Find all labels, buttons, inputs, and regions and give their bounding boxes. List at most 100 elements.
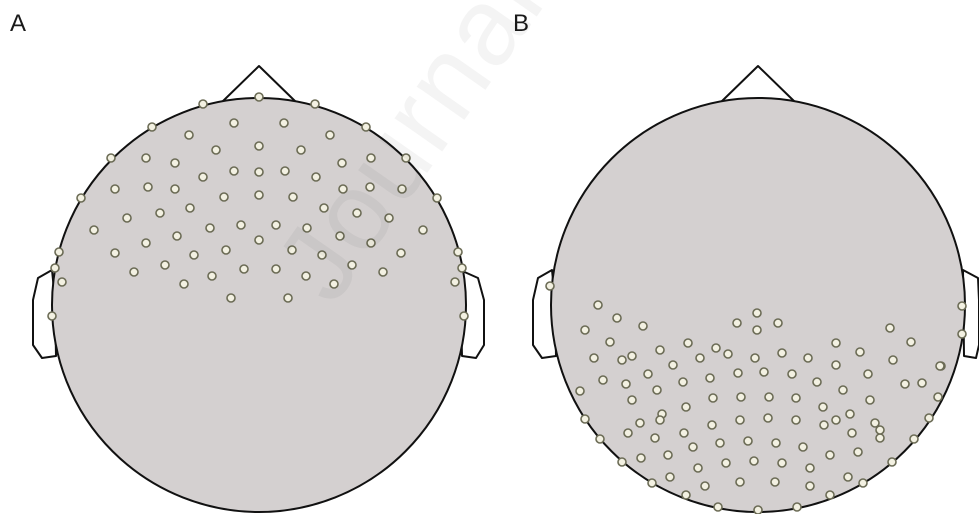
electrode-b-69 (819, 403, 827, 411)
electrode-b-85 (744, 437, 752, 445)
electrode-b-30 (684, 339, 692, 347)
electrode-b-34 (753, 326, 761, 334)
electrode-a-53 (206, 224, 214, 232)
electrode-a-19 (230, 119, 238, 127)
electrode-b-1 (546, 282, 554, 290)
electrode-a-18 (185, 131, 193, 139)
electrode-b-91 (694, 464, 702, 472)
electrode-b-106 (901, 380, 909, 388)
electrode-b-6 (648, 479, 656, 487)
electrode-a-32 (199, 173, 207, 181)
electrode-b-90 (637, 454, 645, 462)
electrode-b-8 (714, 503, 722, 511)
electrode-a-6 (107, 154, 115, 162)
electrode-a-33 (230, 167, 238, 175)
electrode-b-101 (806, 482, 814, 490)
electrode-b-29 (656, 346, 664, 354)
electrode-a-2 (255, 93, 263, 101)
electrode-b-81 (876, 434, 884, 442)
electrode-b-45 (696, 354, 704, 362)
scalp-outline-b (551, 98, 965, 512)
electrode-a-43 (186, 204, 194, 212)
electrode-b-56 (734, 369, 742, 377)
electrode-a-21 (326, 131, 334, 139)
electrode-b-28 (628, 352, 636, 360)
electrode-b-24 (606, 338, 614, 346)
electrode-a-76 (227, 294, 235, 302)
electrode-b-19 (958, 330, 966, 338)
electrode-a-69 (208, 272, 216, 280)
electrode-a-29 (111, 185, 119, 193)
electrode-b-13 (888, 458, 896, 466)
electrode-b-22 (639, 322, 647, 330)
electrode-a-66 (348, 261, 356, 269)
electrode-a-77 (284, 294, 292, 302)
electrode-b-40 (889, 356, 897, 364)
electrode-a-57 (336, 232, 344, 240)
electrode-b-49 (804, 354, 812, 362)
electrode-b-23 (581, 326, 589, 334)
electrode-b-94 (778, 459, 786, 467)
electrode-a-28 (367, 154, 375, 162)
electrode-a-51 (142, 239, 150, 247)
electrode-a-63 (255, 236, 263, 244)
electrode-b-70 (846, 410, 854, 418)
electrode-a-36 (312, 173, 320, 181)
electrode-a-30 (144, 183, 152, 191)
electrode-a-37 (339, 185, 347, 193)
electrode-b-78 (792, 416, 800, 424)
electrode-a-52 (173, 232, 181, 240)
electrode-b-44 (669, 361, 677, 369)
electrode-b-47 (751, 354, 759, 362)
electrode-a-58 (367, 239, 375, 247)
electrode-b-16 (934, 393, 942, 401)
electrode-a-64 (288, 246, 296, 254)
electrode-a-46 (289, 193, 297, 201)
electrode-a-9 (433, 194, 441, 202)
electrode-b-15 (925, 414, 933, 422)
electrode-b-9 (754, 506, 762, 514)
electrode-b-12 (859, 479, 867, 487)
electrode-b-65 (709, 394, 717, 402)
electrode-a-17 (460, 312, 468, 320)
electrode-a-70 (240, 265, 248, 273)
electrode-b-87 (799, 443, 807, 451)
electrode-a-8 (77, 194, 85, 202)
electrode-a-38 (366, 183, 374, 191)
electrode-b-60 (839, 386, 847, 394)
electrode-b-77 (764, 414, 772, 422)
electrode-a-22 (142, 154, 150, 162)
electrode-a-62 (222, 246, 230, 254)
electrode-b-3 (581, 415, 589, 423)
electrode-a-59 (111, 249, 119, 257)
electrode-b-75 (708, 421, 716, 429)
electrode-b-10 (793, 503, 801, 511)
electrode-a-56 (303, 224, 311, 232)
electrode-b-86 (772, 439, 780, 447)
electrode-a-41 (123, 214, 131, 222)
electrode-b-58 (788, 370, 796, 378)
electrode-a-14 (58, 278, 66, 286)
electrode-a-65 (318, 251, 326, 259)
electrode-a-25 (255, 142, 263, 150)
head-map-a (33, 66, 484, 512)
electrode-b-84 (716, 439, 724, 447)
electrode-b-27 (599, 376, 607, 384)
electrode-b-4 (596, 435, 604, 443)
electrode-a-23 (171, 159, 179, 167)
electrode-a-24 (212, 146, 220, 154)
electrode-a-49 (385, 214, 393, 222)
electrode-b-98 (701, 482, 709, 490)
electrode-b-95 (806, 464, 814, 472)
electrode-b-72 (624, 429, 632, 437)
electrode-a-73 (379, 268, 387, 276)
electrode-b-14 (910, 435, 918, 443)
electrode-a-48 (353, 209, 361, 217)
electrode-b-104 (656, 416, 664, 424)
electrode-a-42 (156, 209, 164, 217)
electrode-a-26 (297, 146, 305, 154)
electrode-a-75 (330, 280, 338, 288)
electrode-b-80 (848, 429, 856, 437)
electrode-b-88 (826, 451, 834, 459)
